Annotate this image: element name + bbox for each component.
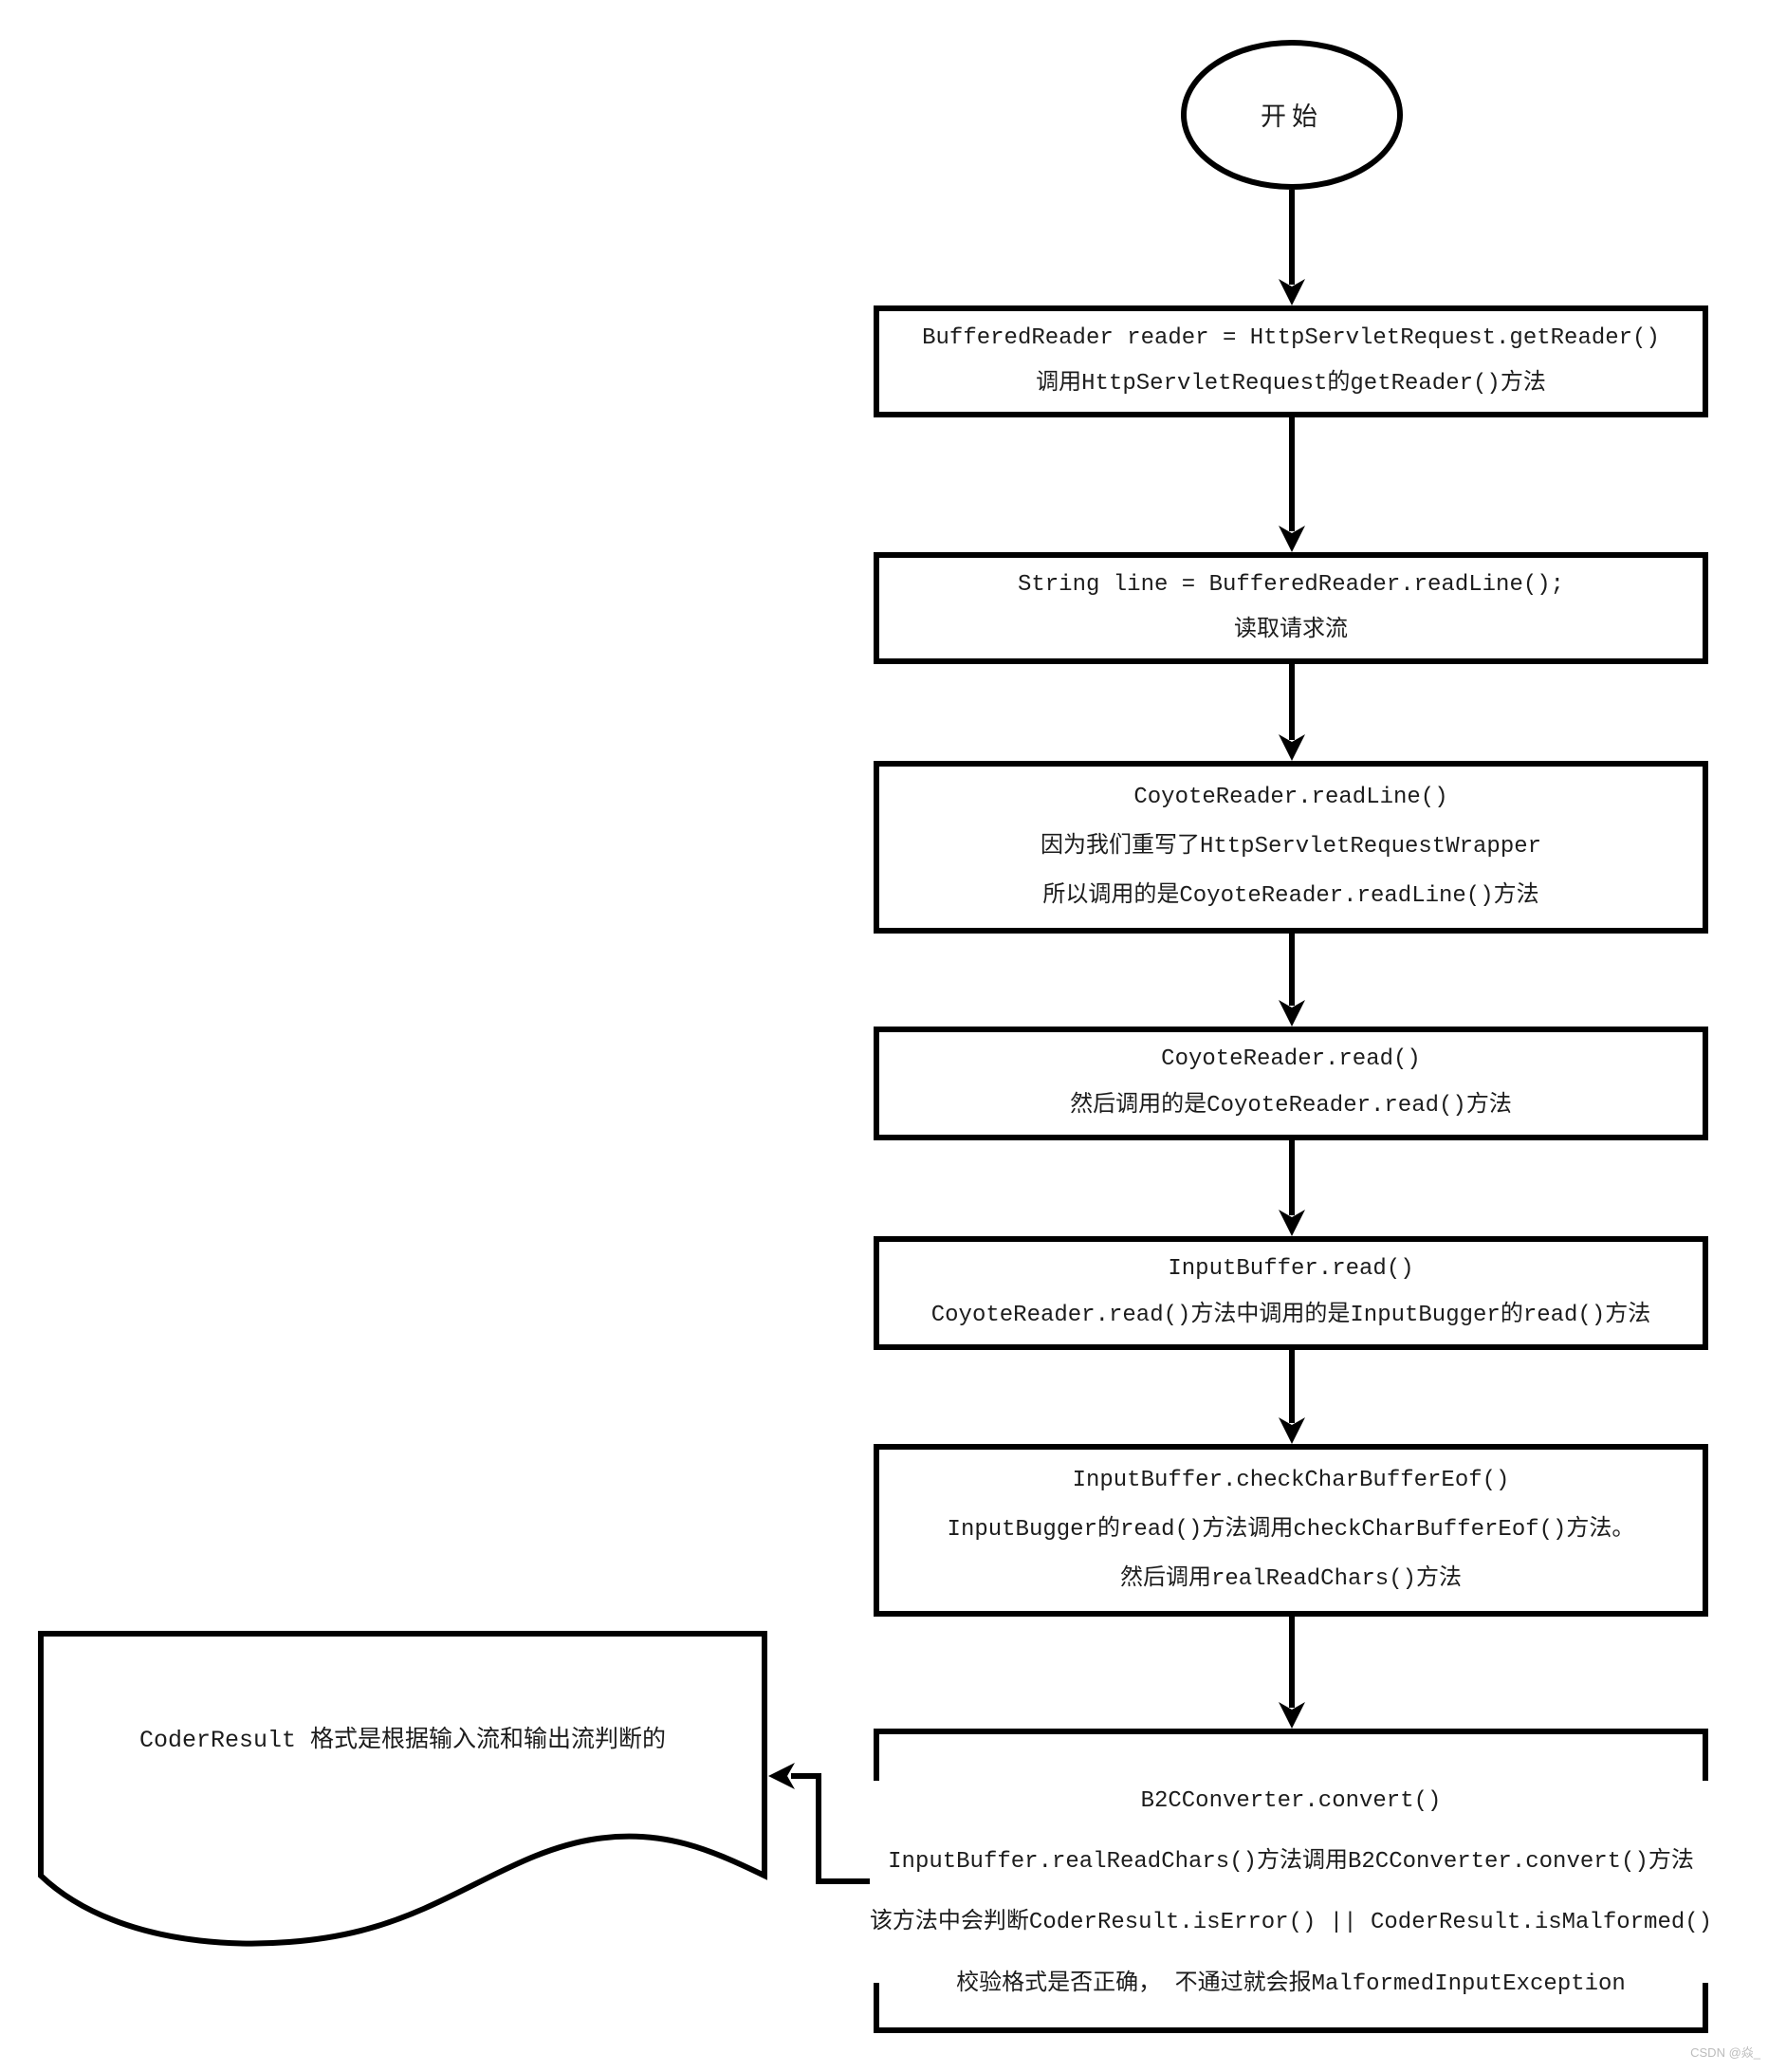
process-box-2 [874, 552, 1708, 664]
arrowhead-down-5 [1279, 1210, 1305, 1236]
arrowhead-down-1 [1279, 279, 1305, 305]
arrowhead-down-6 [1279, 1417, 1305, 1444]
start-node-label: 开始 [1261, 105, 1323, 134]
arrowhead-down-7 [1279, 1702, 1305, 1729]
arrowhead-left-note [768, 1763, 795, 1789]
document-note-text: CoderResult 格式是根据输入流和输出流判断的 [138, 1727, 667, 1754]
arrowhead-down-3 [1279, 734, 1305, 761]
watermark-label: CSDN @焱_ [1690, 2045, 1760, 2060]
note-connector-line [791, 1773, 870, 1884]
process-box-7 [874, 1729, 1708, 2033]
process-box-5 [874, 1236, 1708, 1350]
process-box-3 [874, 761, 1708, 934]
arrowhead-down-2 [1279, 526, 1305, 552]
process-box-1 [874, 305, 1708, 417]
document-note-shape [38, 1631, 767, 1947]
process-box-4 [874, 1027, 1708, 1140]
process-box-6 [874, 1444, 1708, 1617]
arrowhead-down-4 [1279, 1000, 1305, 1027]
start-ellipse-shape [1181, 40, 1403, 190]
